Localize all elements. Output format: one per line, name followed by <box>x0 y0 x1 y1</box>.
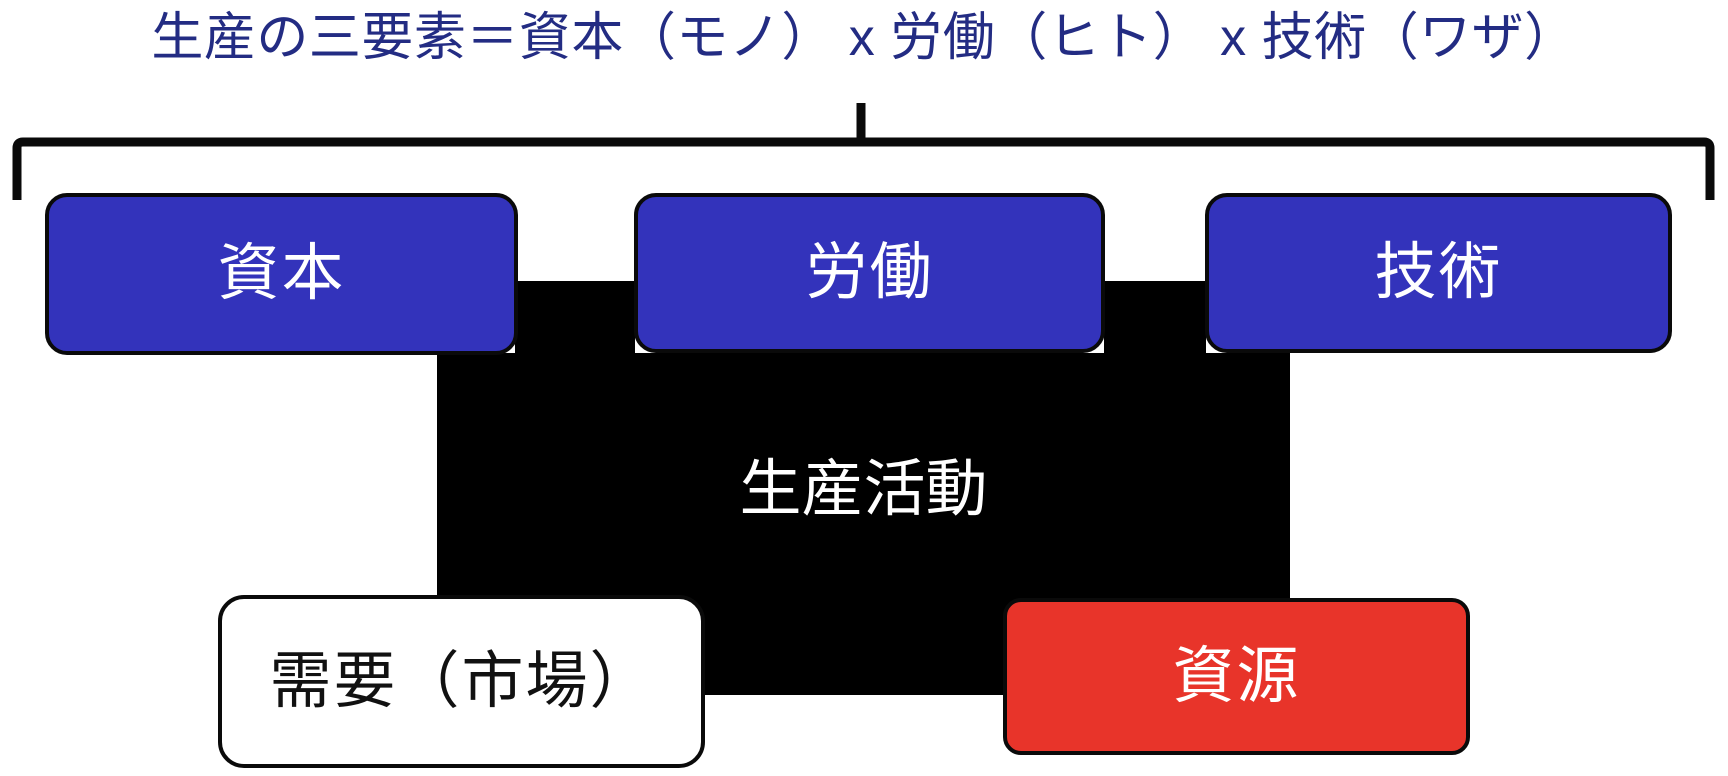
input-box-resource[interactable]: 資源 <box>1003 598 1470 755</box>
factor-box-technology[interactable]: 技術 <box>1205 193 1672 353</box>
page-title: 生産の三要素＝資本（モノ） x 労働（ヒト） x 技術（ワザ） <box>151 9 1577 67</box>
group-bracket <box>12 103 1715 200</box>
factor-box-labor[interactable]: 労働 <box>634 193 1105 353</box>
factor-box-capital[interactable]: 資本 <box>45 193 518 355</box>
input-box-demand-market[interactable]: 需要（市場） <box>218 595 705 768</box>
